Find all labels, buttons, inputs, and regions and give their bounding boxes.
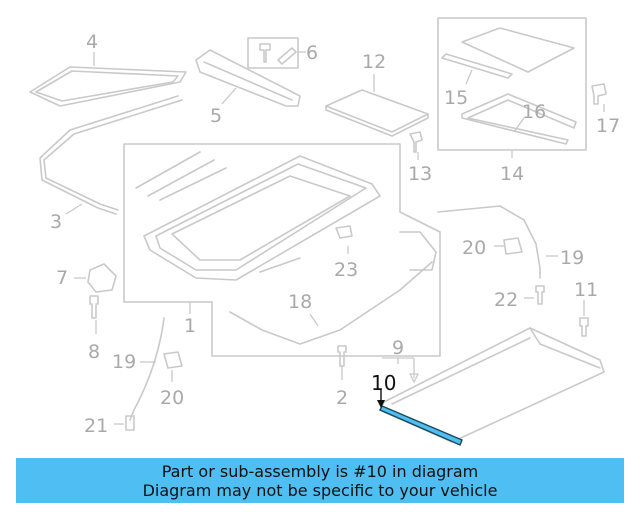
- callout-20-right: 20: [462, 237, 486, 259]
- callout-17: 17: [596, 115, 620, 137]
- banner-line-2: Diagram may not be specific to your vehi…: [142, 480, 498, 500]
- callout-18: 18: [288, 291, 312, 313]
- part-1-frame-assembly: [123, 143, 441, 357]
- part-19-drain-hose-right: [437, 205, 558, 279]
- part-17-bolt: [591, 83, 607, 112]
- callout-1: 1: [184, 315, 196, 337]
- callout-19-right: 19: [560, 247, 584, 269]
- callout-16: 16: [522, 101, 546, 123]
- callout-14: 14: [500, 163, 524, 185]
- callout-11: 11: [574, 279, 598, 301]
- part-8-bolt: [89, 295, 99, 334]
- callout-3: 3: [50, 211, 62, 233]
- part-19-drain-hose-left: [114, 317, 183, 431]
- part-4-glass-panel: [29, 52, 187, 107]
- part-14-assembly-box: [437, 17, 587, 158]
- part-2-bolt: [337, 345, 347, 380]
- part-11-bolt: [579, 300, 589, 337]
- part-3-seal: [39, 95, 183, 215]
- callout-22: 22: [494, 289, 518, 311]
- part-13-screw: [409, 131, 423, 160]
- callout-15: 15: [444, 87, 468, 109]
- callout-12: 12: [362, 51, 386, 73]
- callout-19-left: 19: [112, 351, 136, 373]
- callout-2: 2: [336, 387, 348, 409]
- callout-8: 8: [88, 341, 100, 363]
- callout-4: 4: [86, 31, 98, 53]
- part-7-bracket: [74, 263, 117, 293]
- callout-6: 6: [306, 42, 318, 64]
- part-22-bolt: [524, 285, 545, 305]
- banner-line-1: Part or sub-assembly is #10 in diagram: [161, 461, 479, 481]
- part-5-front-rail: [195, 49, 301, 107]
- callout-21: 21: [84, 415, 108, 437]
- callout-5: 5: [210, 105, 222, 127]
- callout-10: 10: [371, 371, 396, 395]
- callout-23: 23: [334, 259, 358, 281]
- part-10-highlighted-strip: [377, 390, 463, 446]
- part-12-pad: [325, 74, 429, 137]
- callout-7: 7: [56, 267, 68, 289]
- callout-9: 9: [392, 337, 404, 359]
- part-6-fasteners: [247, 37, 306, 69]
- callout-13: 13: [408, 163, 432, 185]
- info-banner: Part or sub-assembly is #10 in diagram D…: [16, 458, 624, 503]
- callout-20-left: 20: [160, 387, 184, 409]
